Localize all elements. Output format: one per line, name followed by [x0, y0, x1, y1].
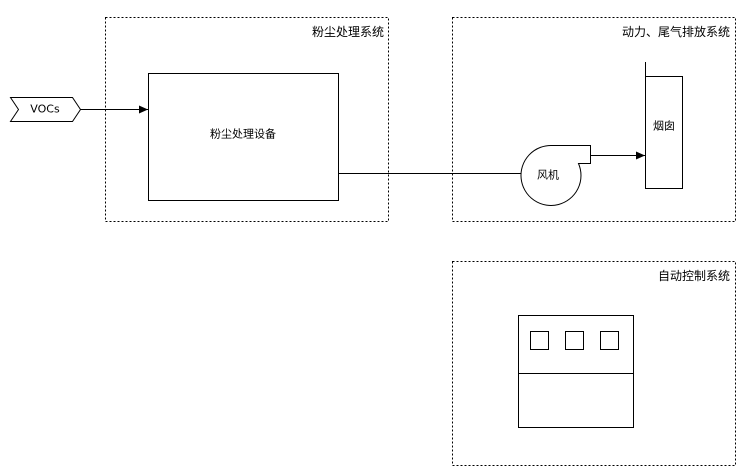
fan-shape: [520, 144, 591, 206]
dust-equipment-label: 粉尘处理设备: [210, 127, 276, 141]
control-indicator-3: [600, 331, 619, 350]
control-indicator-2: [565, 331, 584, 350]
control-indicator-1: [530, 331, 549, 350]
voc-input-label: VOCs: [30, 102, 60, 116]
group-power-title: 动力、尾气排放系统: [621, 25, 730, 39]
group-control-title: 自动控制系统: [657, 269, 730, 283]
group-dust-title: 粉尘处理系统: [311, 25, 384, 39]
chimney-label: 烟囱: [653, 119, 675, 133]
voc-input-shape: [9, 97, 82, 122]
dust-equipment-box: [148, 73, 339, 201]
group-power-container: [452, 17, 736, 222]
fan-label: 风机: [537, 168, 559, 182]
chimney-box: [645, 76, 683, 189]
